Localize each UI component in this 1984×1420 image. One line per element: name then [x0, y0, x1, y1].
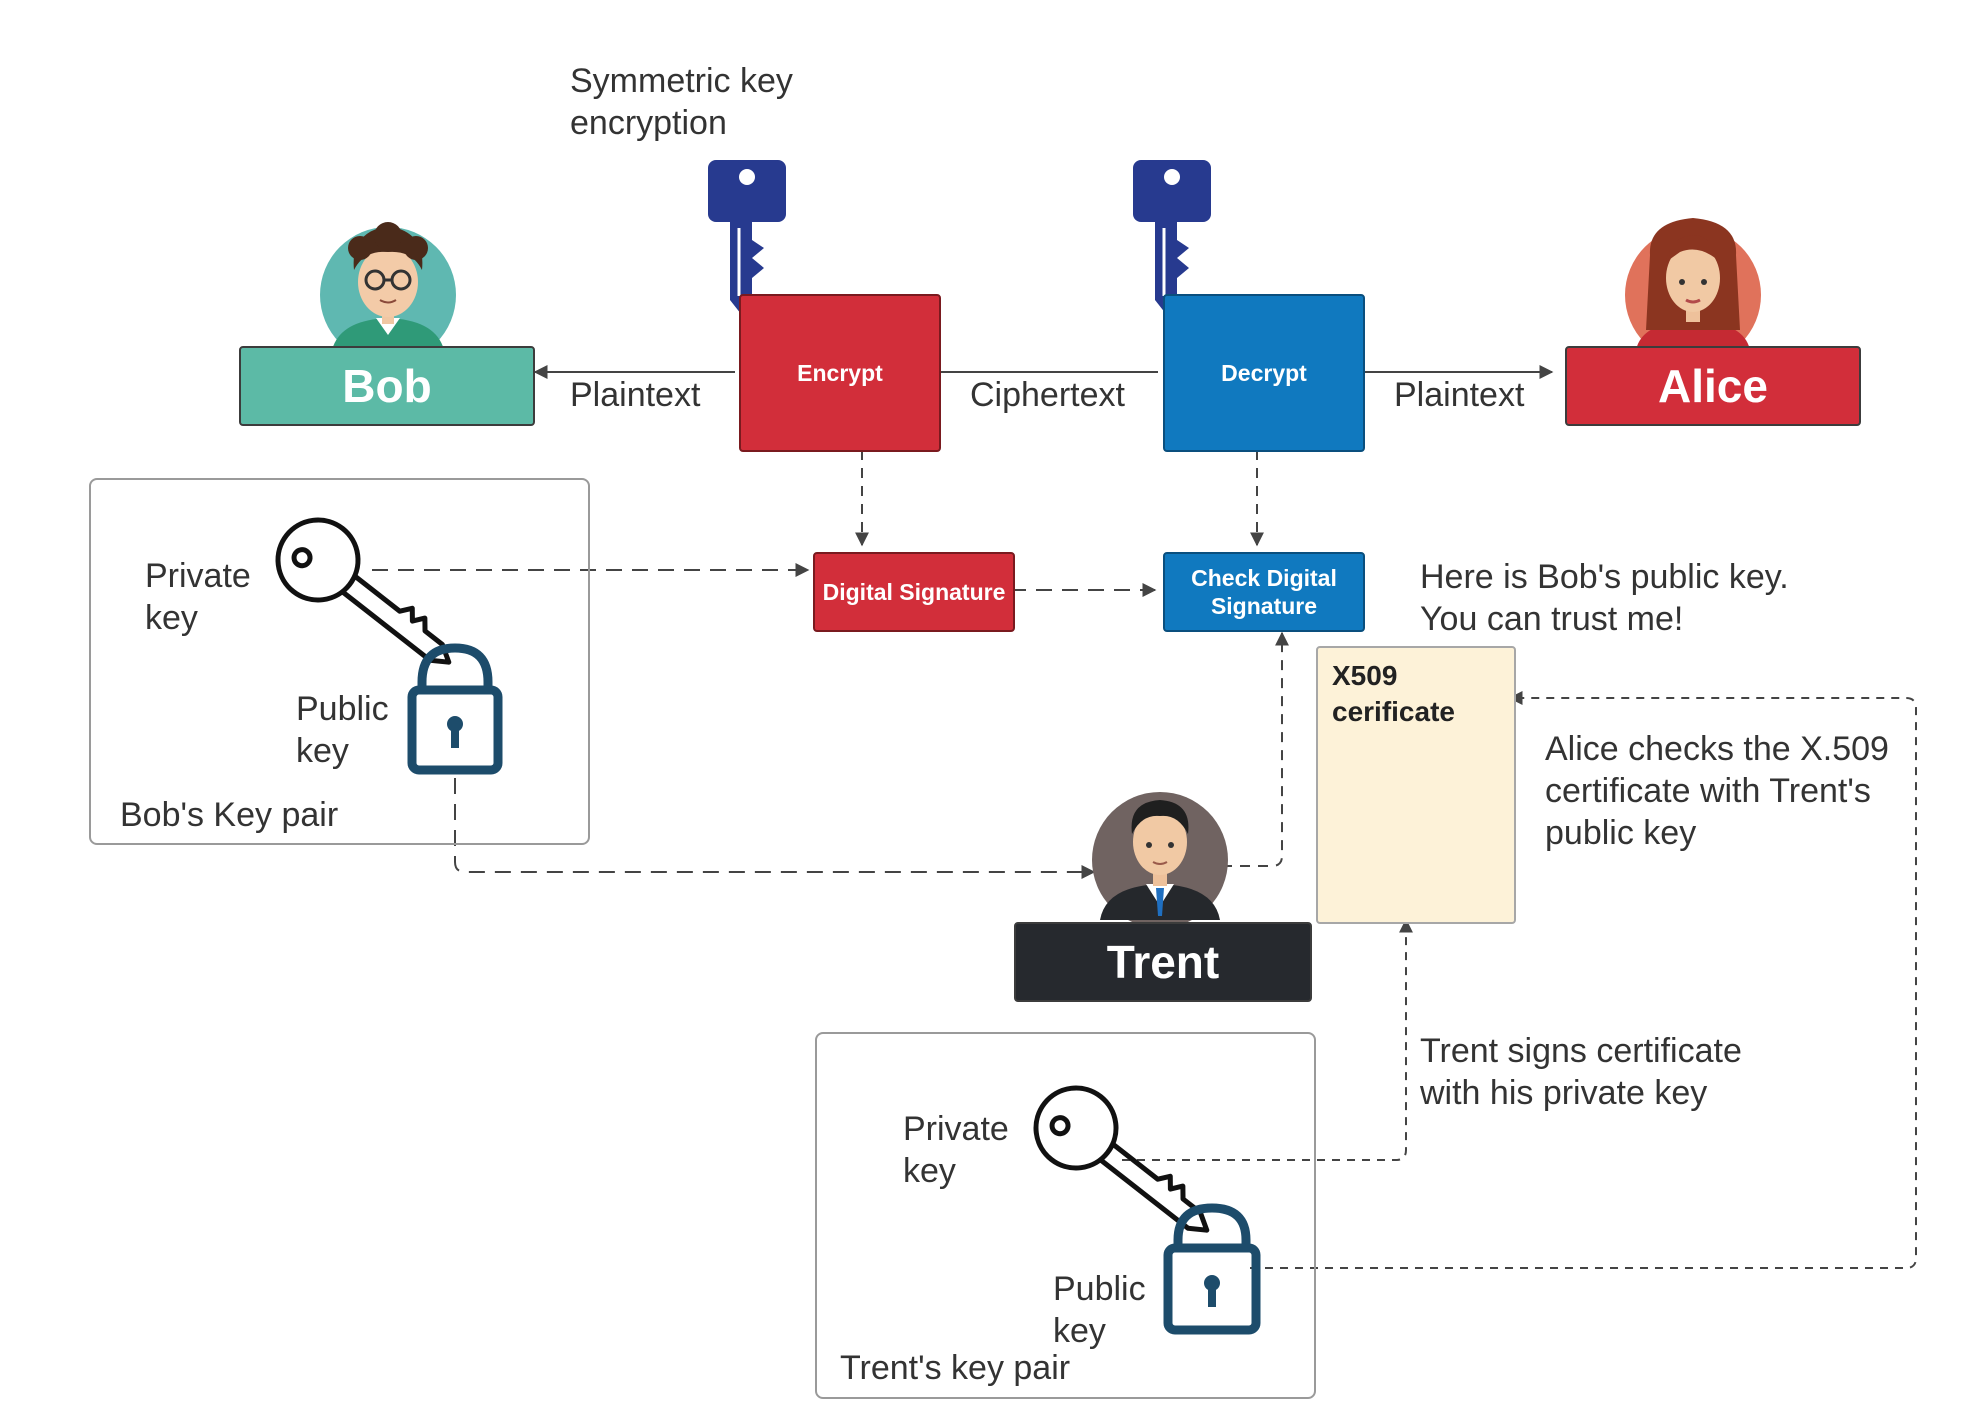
trent-node: Trent — [1014, 922, 1312, 1002]
x509-certificate: X509 cerificate — [1316, 646, 1516, 924]
bob-key-pair-label: Bob's Key pair — [120, 796, 339, 834]
symmetric-key-label: Symmetric key encryption — [570, 62, 793, 142]
ciphertext-label: Ciphertext — [970, 376, 1125, 414]
private-key-icon — [275, 517, 452, 665]
lock-icon — [1163, 1203, 1261, 1335]
certificate-title: X509 cerificate — [1332, 660, 1455, 727]
trust-note: Here is Bob's public key. You can trust … — [1420, 558, 1789, 638]
trent-key-pair-label: Trent's key pair — [840, 1349, 1071, 1387]
trent-public-key-label: Public key — [1053, 1270, 1146, 1350]
edge-bob-public-to-trent — [454, 778, 1096, 879]
trent-avatar — [1092, 792, 1228, 928]
bob-node: Bob — [239, 346, 535, 426]
trent-key-pair-panel — [815, 1032, 1316, 1399]
key-icon — [1133, 160, 1211, 314]
decrypt-node: Decrypt — [1163, 294, 1365, 452]
edge-trent-private-to-cert — [1122, 918, 1413, 1161]
bob-key-pair-panel — [89, 478, 590, 845]
bob-public-key-label: Public key — [296, 690, 389, 770]
bob-avatar — [320, 222, 456, 363]
plaintext-right-label: Plaintext — [1394, 376, 1525, 414]
alice-node: Alice — [1565, 346, 1861, 426]
alice-checks-note: Alice checks the X.509 certificate with … — [1545, 730, 1889, 852]
digital-signature-node: Digital Signature — [813, 552, 1015, 632]
check-digital-signature-node: Check Digital Signature — [1163, 552, 1365, 632]
edge-trent-to-check — [1222, 631, 1289, 867]
bob-private-key-label: Private key — [145, 557, 251, 637]
private-key-icon — [1033, 1085, 1210, 1233]
key-icon — [708, 160, 786, 314]
alice-avatar — [1625, 218, 1761, 363]
trent-signs-note: Trent signs certificate with his private… — [1420, 1032, 1742, 1112]
encrypt-node: Encrypt — [739, 294, 941, 452]
trent-private-key-label: Private key — [903, 1110, 1009, 1190]
lock-icon — [407, 643, 503, 775]
plaintext-left-label: Plaintext — [570, 376, 701, 414]
edge-trent-public-to-cert — [1250, 691, 1917, 1269]
